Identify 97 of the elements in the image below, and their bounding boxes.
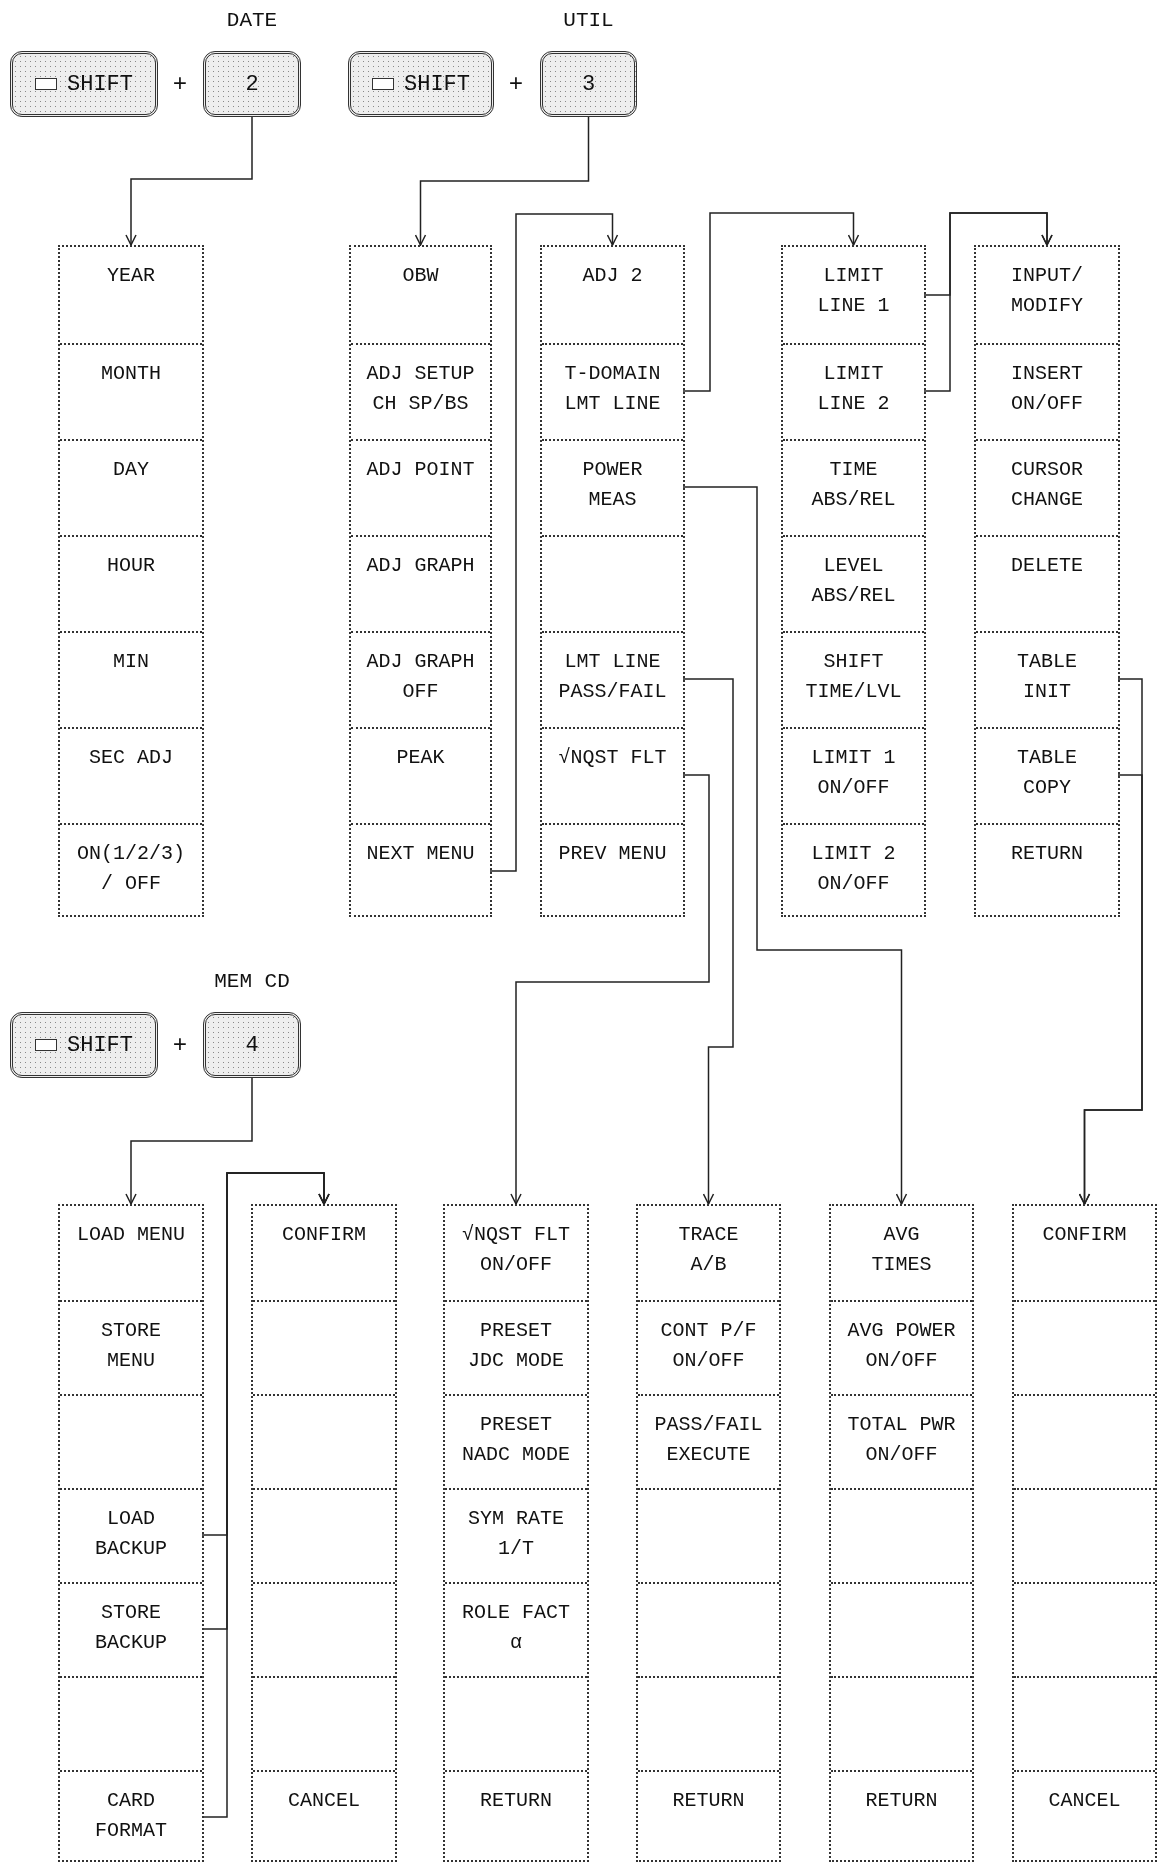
softkey-label: CARD FORMAT bbox=[94, 1788, 168, 1844]
softkey-label: √NQST FLT bbox=[557, 745, 668, 771]
softkey-label: PRESET JDC MODE bbox=[467, 1318, 565, 1374]
key-label: SHIFT bbox=[404, 71, 470, 97]
softkey-label: OBW bbox=[401, 263, 440, 289]
softkey-label: AVG POWER ON/OFF bbox=[846, 1318, 957, 1374]
softkey-label: LOAD BACKUP bbox=[94, 1506, 168, 1562]
softkey-label: CONT P/F ON/OFF bbox=[659, 1318, 758, 1374]
softkey-menu-column bbox=[58, 1204, 204, 1862]
key-label: 2 bbox=[245, 71, 259, 97]
softkey-menu-column bbox=[58, 245, 204, 917]
softkey-label: MONTH bbox=[100, 361, 162, 387]
softkey-menu-column bbox=[1012, 1204, 1157, 1862]
arrow bbox=[414, 116, 590, 246]
softkey-label: DAY bbox=[112, 457, 150, 483]
arrow bbox=[682, 212, 860, 392]
softkey-label: CANCEL bbox=[287, 1788, 361, 1814]
softkey-label: PEAK bbox=[395, 745, 446, 771]
softkey-label: LMT LINE PASS/FAIL bbox=[557, 649, 668, 705]
softkey-label: ON(1/2/3) / OFF bbox=[76, 841, 186, 897]
arrow bbox=[125, 116, 253, 246]
arrow bbox=[201, 1172, 330, 1818]
softkey-label: ADJ 2 bbox=[581, 263, 644, 289]
softkey-label: INPUT/ MODIFY bbox=[1010, 263, 1084, 319]
softkey-label: NEXT MENU bbox=[365, 841, 476, 867]
arrow bbox=[923, 212, 1053, 392]
softkey-label: SEC ADJ bbox=[88, 745, 174, 771]
plus-sign: + bbox=[508, 70, 524, 98]
softkey-label: LIMIT 2 ON/OFF bbox=[810, 841, 897, 897]
softkey-label: HOUR bbox=[106, 553, 156, 579]
key-caption: MEM CD bbox=[214, 970, 290, 993]
softkey-label: AVG TIMES bbox=[870, 1222, 933, 1278]
softkey-label: STORE MENU bbox=[100, 1318, 162, 1374]
key-cap bbox=[10, 51, 158, 117]
key-cap bbox=[540, 51, 637, 117]
softkey-label: ADJ GRAPH OFF bbox=[365, 649, 476, 705]
arrow bbox=[125, 1077, 253, 1205]
key-cap bbox=[203, 51, 301, 117]
key-cap bbox=[203, 1012, 301, 1078]
softkey-menu-column bbox=[443, 1204, 589, 1862]
softkey-menu-column bbox=[540, 245, 685, 917]
softkey-menu-column bbox=[781, 245, 926, 917]
softkey-label: SYM RATE 1/T bbox=[467, 1506, 565, 1562]
softkey-label: RETURN bbox=[671, 1788, 746, 1814]
softkey-menu-column bbox=[251, 1204, 397, 1862]
key-caption: DATE bbox=[226, 9, 278, 32]
softkey-label: POWER MEAS bbox=[581, 457, 644, 513]
softkey-menu-column bbox=[829, 1204, 974, 1862]
key-label: 4 bbox=[245, 1032, 259, 1058]
softkey-label: RETURN bbox=[479, 1788, 553, 1814]
key-cap bbox=[348, 51, 494, 117]
softkey-label: INSERT ON/OFF bbox=[1010, 361, 1084, 417]
arrow bbox=[682, 486, 908, 1205]
arrow bbox=[1078, 774, 1143, 1205]
softkey-label: TOTAL PWR ON/OFF bbox=[846, 1412, 957, 1468]
key-caption: UTIL bbox=[563, 9, 614, 32]
softkey-label: YEAR bbox=[106, 263, 156, 289]
arrow bbox=[510, 774, 710, 1205]
plus-sign: + bbox=[172, 1031, 188, 1059]
key-label: SHIFT bbox=[67, 71, 133, 97]
softkey-label: ADJ POINT bbox=[365, 457, 476, 483]
key-label: 3 bbox=[581, 71, 596, 97]
softkey-label: PASS/FAIL EXECUTE bbox=[653, 1412, 764, 1468]
softkey-menu-column bbox=[349, 245, 492, 917]
key-cap bbox=[10, 1012, 158, 1078]
softkey-menu-column bbox=[636, 1204, 781, 1862]
softkey-label: LEVEL ABS/REL bbox=[810, 553, 897, 609]
softkey-label: TABLE INIT bbox=[1016, 649, 1078, 705]
softkey-label: RETURN bbox=[864, 1788, 939, 1814]
arrow bbox=[489, 213, 619, 872]
softkey-label: √NQST FLT ON/OFF bbox=[461, 1222, 571, 1278]
softkey-menu-column bbox=[974, 245, 1120, 917]
softkey-label: CURSOR CHANGE bbox=[1010, 457, 1084, 513]
softkey-label: ADJ GRAPH bbox=[365, 553, 476, 579]
softkey-label: ADJ SETUP CH SP/BS bbox=[365, 361, 476, 417]
key-label: SHIFT bbox=[67, 1032, 133, 1058]
softkey-label: DELETE bbox=[1010, 553, 1084, 579]
softkey-label: SHIFT TIME/LVL bbox=[804, 649, 903, 705]
softkey-label: LIMIT LINE 1 bbox=[816, 263, 891, 319]
softkey-label: STORE BACKUP bbox=[94, 1600, 168, 1656]
softkey-label: ROLE FACT α bbox=[461, 1600, 571, 1656]
softkey-label: PRESET NADC MODE bbox=[461, 1412, 571, 1468]
softkey-label: CONFIRM bbox=[1041, 1222, 1128, 1248]
softkey-label: TABLE COPY bbox=[1016, 745, 1078, 801]
softkey-label: LOAD MENU bbox=[76, 1222, 186, 1248]
arrow bbox=[682, 678, 734, 1205]
softkey-label: RETURN bbox=[1010, 841, 1084, 867]
softkey-label: TRACE A/B bbox=[677, 1222, 740, 1278]
softkey-label: LIMIT 1 ON/OFF bbox=[810, 745, 897, 801]
softkey-label: PREV MENU bbox=[557, 841, 668, 867]
softkey-label: CONFIRM bbox=[281, 1222, 367, 1248]
softkey-label: MIN bbox=[112, 649, 150, 675]
softkey-label: CANCEL bbox=[1047, 1788, 1122, 1814]
softkey-label: T-DOMAIN LMT LINE bbox=[563, 361, 662, 417]
softkey-label: TIME ABS/REL bbox=[810, 457, 897, 513]
softkey-label: LIMIT LINE 2 bbox=[816, 361, 891, 417]
plus-sign: + bbox=[172, 70, 188, 98]
